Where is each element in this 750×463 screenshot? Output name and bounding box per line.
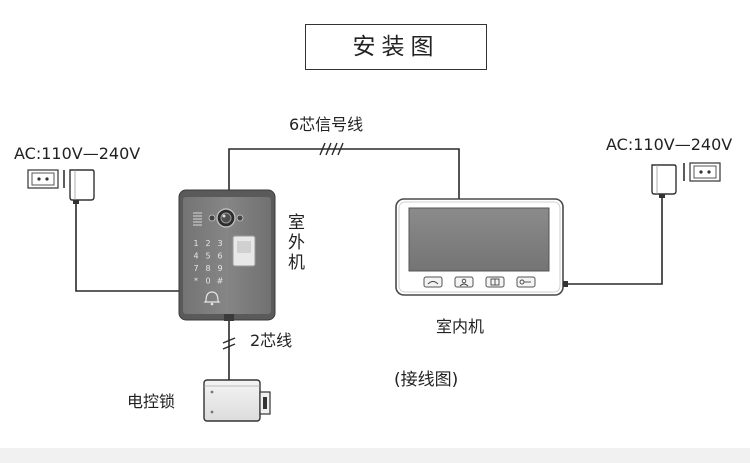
power-adapter-right — [651, 164, 677, 198]
power-label-right: AC:110V—240V — [606, 135, 733, 154]
wiring-caption: (接线图) — [394, 370, 459, 390]
bell-icon — [203, 291, 221, 306]
keypad-key: # — [217, 277, 224, 286]
person-icon — [461, 278, 467, 284]
outdoor-unit-label: 室外机 — [288, 213, 305, 273]
monitor-screen — [408, 207, 550, 272]
power-label-left: AC:110V—240V — [14, 144, 141, 163]
talk-button — [423, 276, 443, 288]
power-wire-right — [566, 198, 663, 285]
power-wire-left — [75, 203, 181, 292]
phone-icon — [427, 281, 439, 285]
keypad-key: 2 — [205, 239, 210, 248]
keypad-key: 5 — [205, 252, 210, 261]
power-socket-right — [689, 162, 721, 182]
electric-lock — [203, 379, 271, 422]
electric-lock-label: 电控锁 — [127, 392, 176, 411]
keypad-key: 0 — [205, 277, 210, 286]
indoor-unit-label: 室内机 — [436, 317, 485, 336]
keypad-key: 3 — [217, 239, 222, 248]
lock-cable-label: 2芯线 — [250, 331, 293, 350]
keypad-key: 7 — [193, 264, 198, 273]
keypad-key: 9 — [217, 264, 222, 273]
keypad-key: 1 — [193, 239, 198, 248]
camera-icon — [208, 208, 244, 228]
title-box: 安装图 — [305, 24, 487, 70]
power-socket-left — [27, 169, 59, 189]
speaker-grille — [193, 212, 202, 226]
page-title: 安装图 — [352, 34, 440, 60]
monitor-button — [454, 276, 474, 288]
signal-cable-label: 6芯信号线 — [289, 115, 364, 134]
signal-wire — [228, 148, 460, 201]
keypad-key: 8 — [205, 264, 210, 273]
keypad-key: * — [194, 277, 198, 286]
keypad-key: 4 — [193, 252, 198, 261]
bottom-strip — [0, 448, 750, 463]
indoor-unit — [395, 198, 568, 296]
keypad-key: 6 — [217, 252, 222, 261]
power-adapter-left — [69, 169, 95, 204]
wires — [75, 148, 663, 397]
cable-marks — [222, 142, 344, 350]
